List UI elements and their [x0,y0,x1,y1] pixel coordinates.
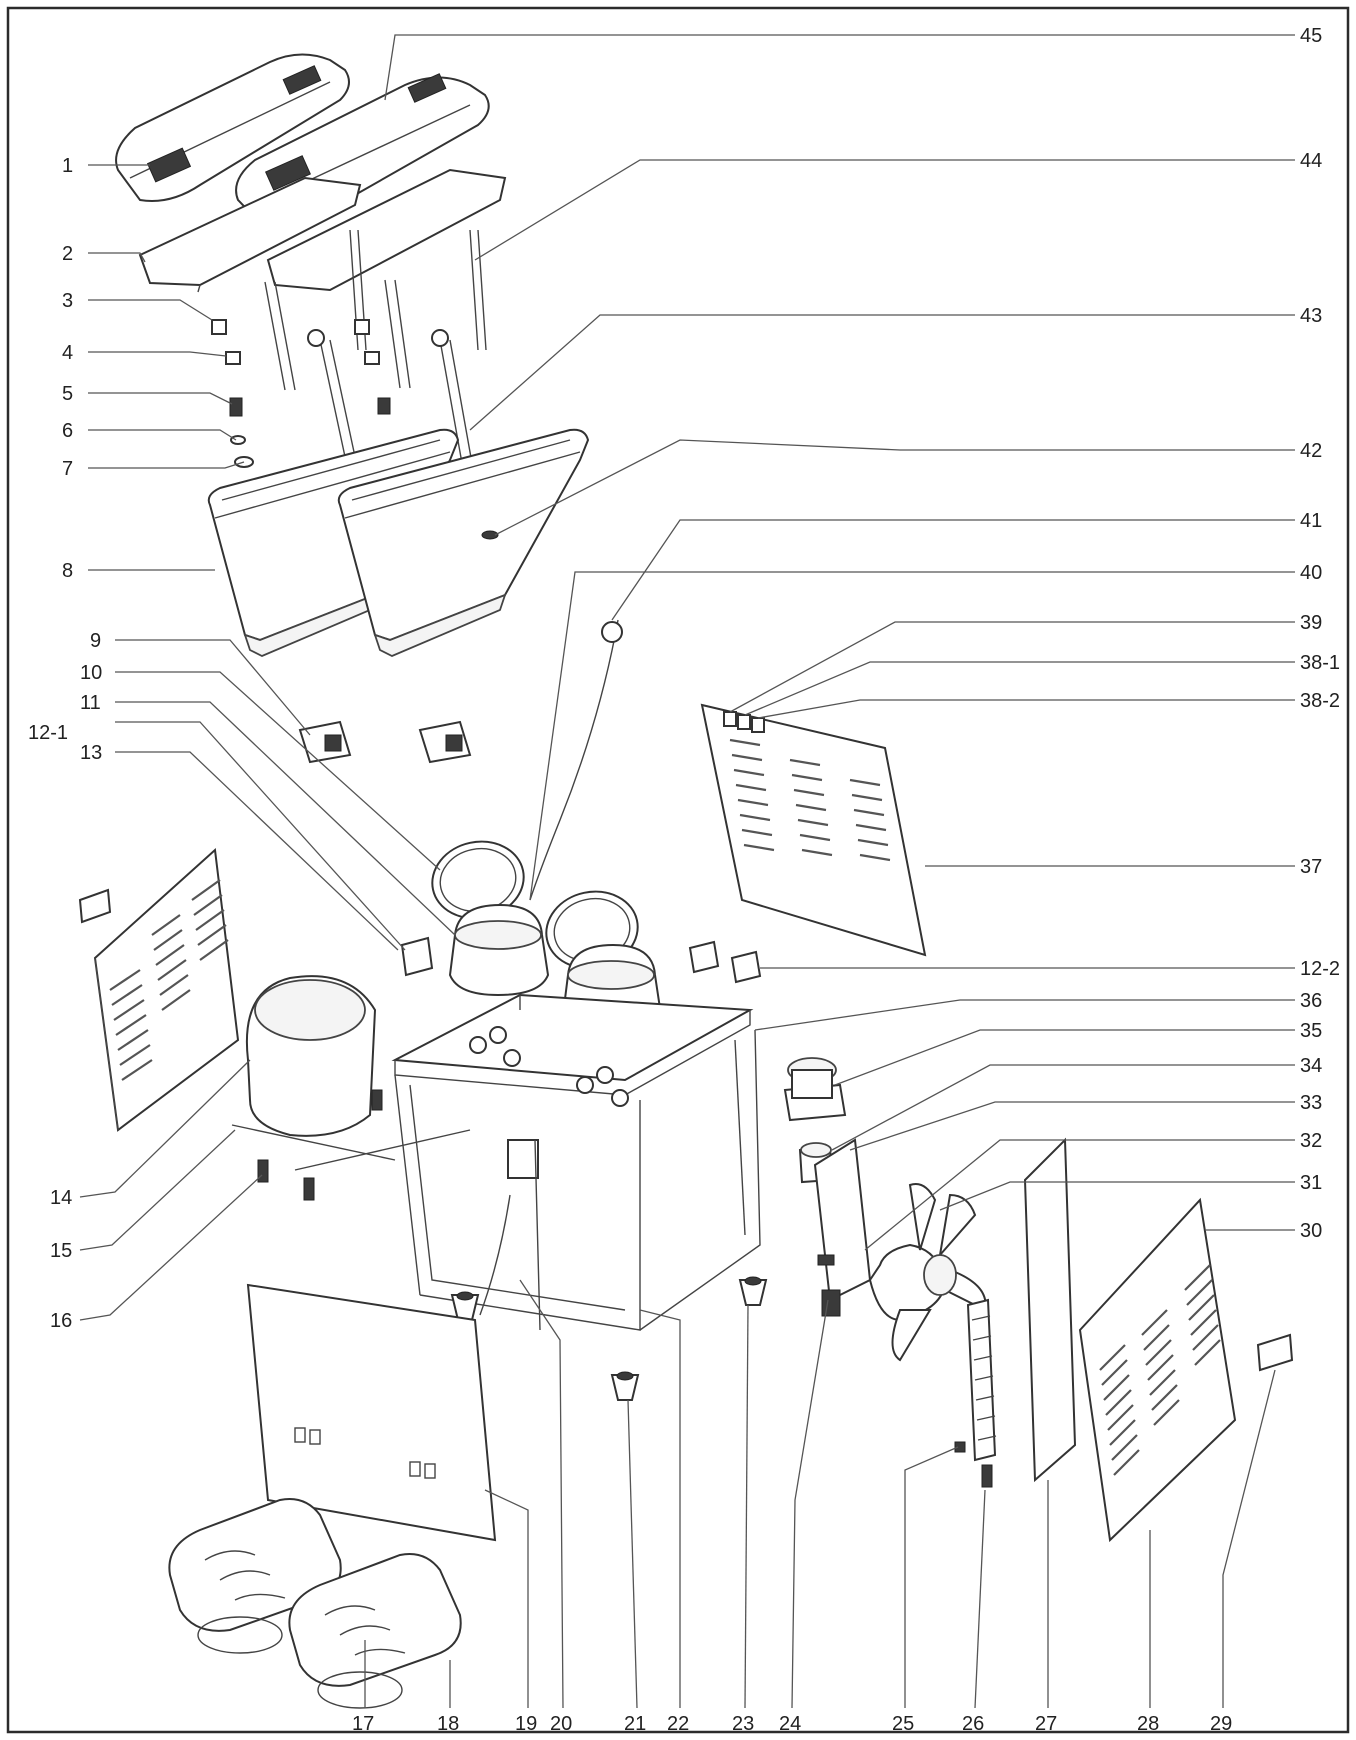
label-13: 13 [80,742,102,764]
label-27: 27 [1035,1713,1057,1735]
feet [450,1276,768,1401]
label-3: 3 [62,290,73,312]
label-15: 15 [50,1240,72,1262]
small-parts-24-25 [817,1254,966,1453]
label-16: 16 [50,1310,72,1332]
label-38-2: 38-2 [1300,690,1340,712]
label-28: 28 [1137,1713,1159,1735]
label-11: 11 [80,692,101,714]
label-33: 33 [1300,1092,1322,1114]
label-22: 22 [667,1713,689,1735]
label-35: 35 [1300,1020,1322,1042]
label-34: 34 [1300,1055,1322,1077]
label-2: 2 [62,243,73,265]
label-32: 32 [1300,1130,1322,1152]
label-8: 8 [62,560,73,582]
label-29: 29 [1210,1713,1232,1735]
label-25: 25 [892,1713,914,1735]
label-12-1: 12-1 [28,722,68,744]
taps [298,720,472,764]
label-44: 44 [1300,150,1322,172]
compressor [231,975,471,1201]
label-4: 4 [62,342,73,364]
label-12-2: 12-2 [1300,958,1340,980]
label-10: 10 [80,662,102,684]
label-6: 6 [62,420,73,442]
label-1: 1 [62,155,73,177]
label-30: 30 [1300,1220,1322,1242]
left-side-panel [78,847,240,1132]
main-frame [391,993,761,1331]
label-18: 18 [437,1713,459,1735]
right-side-panel [1078,1197,1294,1543]
rear-panel [700,703,927,957]
label-7: 7 [62,458,73,480]
callout-labels: 1 2 3 4 5 6 7 8 9 10 11 12-1 13 14 15 16… [28,25,1340,1735]
label-45: 45 [1300,25,1322,47]
label-26: 26 [962,1713,984,1735]
label-23: 23 [732,1713,754,1735]
label-17: 17 [352,1713,374,1735]
label-39: 39 [1300,612,1322,634]
label-5: 5 [62,383,73,405]
label-42: 42 [1300,440,1322,462]
label-41: 41 [1300,510,1322,532]
label-38-1: 38-1 [1300,652,1340,674]
label-37: 37 [1300,856,1322,878]
brackets-12-2 [688,940,762,984]
label-31: 31 [1300,1172,1322,1194]
label-40: 40 [1300,562,1322,584]
small-fittings [211,319,380,468]
label-24: 24 [779,1713,801,1735]
label-9: 9 [90,630,101,652]
bracket-12-1 [400,936,434,977]
front-panel [246,1283,497,1542]
condenser-strip [966,1137,1077,1488]
label-14: 14 [50,1187,72,1209]
bowls [207,428,590,657]
drip-trays [168,1498,462,1709]
label-21: 21 [624,1713,646,1735]
label-20: 20 [550,1713,572,1735]
label-43: 43 [1300,305,1322,327]
diagram-frame [6,6,1350,1734]
leader-lines [79,34,1295,1709]
label-19: 19 [515,1713,537,1735]
label-36: 36 [1300,990,1322,1012]
